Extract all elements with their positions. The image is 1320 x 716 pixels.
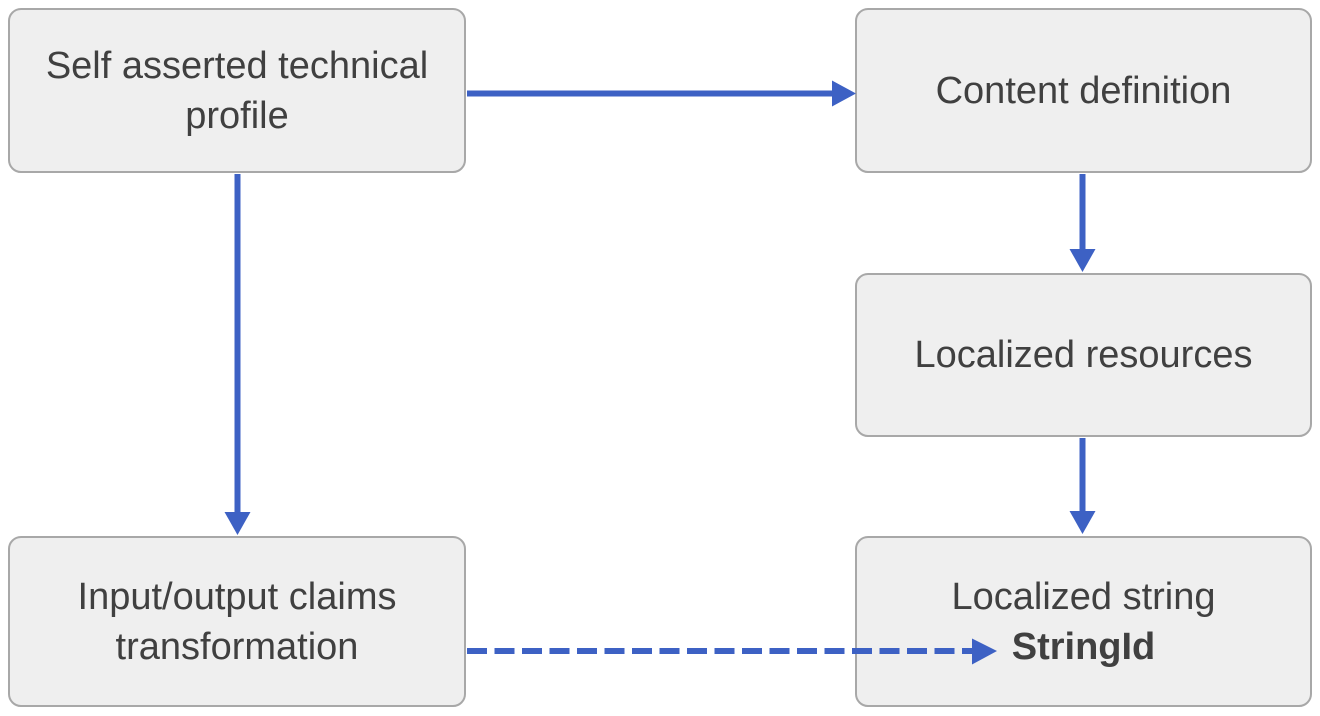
node-label: Input/output claims transformation	[77, 575, 397, 668]
node-content-definition: Content definition	[855, 8, 1312, 173]
arrow-selfasserted-to-contentdefinition	[467, 80, 856, 107]
arrow-localizedresources-to-localizedstring	[1069, 438, 1096, 534]
node-label: Content definition	[935, 69, 1232, 112]
node-localized-resources: Localized resources	[855, 273, 1312, 437]
node-sublabel: StringId	[1011, 625, 1156, 668]
node-label: Localized string	[951, 575, 1216, 618]
node-input-output-claims-transformation: Input/output claims transformation	[8, 536, 466, 707]
arrow-selfasserted-to-ioclaims	[224, 174, 251, 535]
node-label: Self asserted technical profile	[45, 44, 429, 137]
arrow-contentdefinition-to-localizedresources	[1069, 174, 1096, 272]
node-localized-string: Localized string StringId	[855, 536, 1312, 707]
node-label: Localized resources	[914, 334, 1253, 376]
node-self-asserted-technical-profile: Self asserted technical profile	[8, 8, 466, 173]
